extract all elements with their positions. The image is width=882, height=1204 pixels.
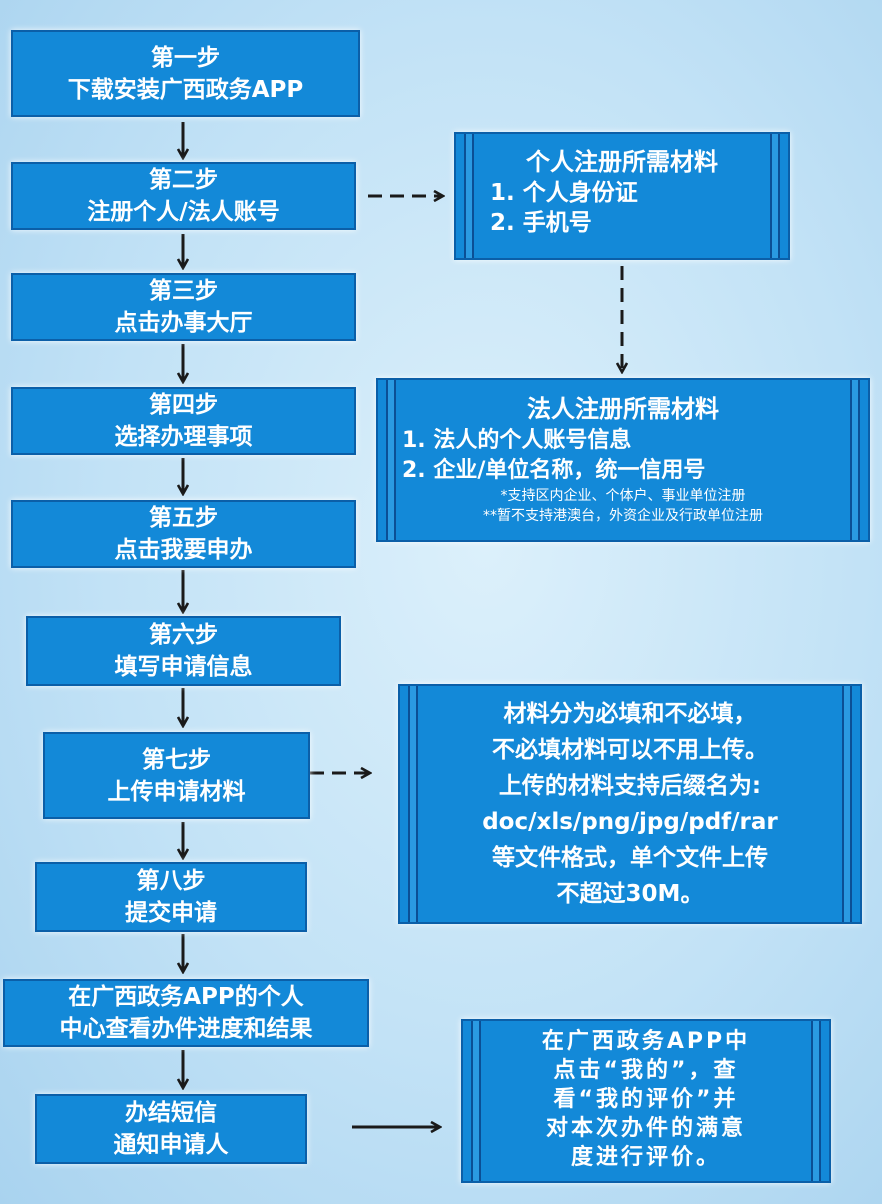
legal-materials-item: 2. 企业/单位名称，统一信用号 bbox=[402, 458, 706, 483]
personal-materials-item: 1. 个人身份证 bbox=[490, 180, 638, 206]
upload-materials-box: 材料分为必填和不必填， 不必填材料可以不用上传。 上传的材料支持后缀名为: do… bbox=[400, 686, 860, 922]
step-8-box: 第八步 提交申请 bbox=[37, 864, 305, 930]
step-2-label: 注册个人/法人账号 bbox=[87, 199, 280, 225]
upload-materials-line: 上传的材料支持后缀名为: bbox=[498, 773, 762, 799]
step-4-label: 选择办理事项 bbox=[114, 424, 253, 450]
step-2-title: 第二步 bbox=[149, 167, 218, 193]
step-5-box: 第五步 点击我要申办 bbox=[13, 502, 354, 566]
upload-materials-line: 材料分为必填和不必填， bbox=[503, 701, 757, 727]
step-6-title: 第六步 bbox=[149, 622, 218, 648]
step-3-label: 点击办事大厅 bbox=[114, 310, 253, 336]
step-4-title: 第四步 bbox=[149, 392, 218, 418]
step-9-title: 在广西政务APP的个人 bbox=[68, 984, 304, 1010]
step-10-box: 办结短信 通知申请人 bbox=[37, 1096, 305, 1162]
step-1-label: 下载安装广西政务APP bbox=[67, 76, 304, 103]
step-6-label: 填写申请信息 bbox=[114, 654, 253, 680]
legal-materials-note: *支持区内企业、个体户、事业单位注册 bbox=[500, 488, 746, 504]
step-1-box: 第一步 下载安装广西政务APP bbox=[13, 32, 358, 115]
step-6-box: 第六步 填写申请信息 bbox=[28, 618, 339, 684]
upload-materials-line: 等文件格式，单个文件上传 bbox=[492, 845, 768, 871]
legal-materials-title: 法人注册所需材料 bbox=[527, 395, 719, 423]
upload-materials-line: 不必填材料可以不用上传。 bbox=[492, 737, 768, 763]
legal-materials-box: 法人注册所需材料 1. 法人的个人账号信息 2. 企业/单位名称，统一信用号 *… bbox=[378, 380, 868, 540]
legal-materials-item: 1. 法人的个人账号信息 bbox=[402, 428, 632, 453]
step-9-label: 中心查看办件进度和结果 bbox=[59, 1016, 313, 1042]
step-8-label: 提交申请 bbox=[125, 900, 217, 926]
evaluation-line: 看“我的评价”并 bbox=[553, 1087, 739, 1112]
legal-materials-note: **暂不支持港澳台，外资企业及行政单位注册 bbox=[483, 508, 763, 524]
step-9-box: 在广西政务APP的个人 中心查看办件进度和结果 bbox=[5, 981, 367, 1045]
personal-materials-box: 个人注册所需材料 1. 个人身份证 2. 手机号 bbox=[456, 134, 788, 258]
step-7-label: 上传申请材料 bbox=[107, 778, 246, 805]
personal-materials-title: 个人注册所需材料 bbox=[526, 148, 718, 176]
evaluation-line: 点击“我的”，查 bbox=[553, 1058, 739, 1083]
step-7-title: 第七步 bbox=[142, 746, 211, 773]
step-5-title: 第五步 bbox=[149, 505, 218, 531]
evaluation-line: 在广西政务APP中 bbox=[541, 1029, 751, 1054]
step-4-box: 第四步 选择办理事项 bbox=[13, 389, 354, 453]
step-1-title: 第一步 bbox=[151, 44, 220, 71]
evaluation-box: 在广西政务APP中 点击“我的”，查 看“我的评价”并 对本次办件的满意 度进行… bbox=[463, 1021, 829, 1181]
upload-materials-line: doc/xls/png/jpg/pdf/rar bbox=[482, 809, 778, 835]
step-3-box: 第三步 点击办事大厅 bbox=[13, 275, 354, 339]
evaluation-line: 度进行评价。 bbox=[570, 1145, 721, 1170]
step-2-box: 第二步 注册个人/法人账号 bbox=[13, 164, 354, 228]
step-10-label: 通知申请人 bbox=[113, 1132, 229, 1158]
step-7-box: 第七步 上传申请材料 bbox=[45, 734, 308, 817]
step-10-title: 办结短信 bbox=[125, 1100, 217, 1126]
personal-materials-item: 2. 手机号 bbox=[490, 210, 592, 236]
upload-materials-line: 不超过30M。 bbox=[556, 881, 704, 907]
step-5-label: 点击我要申办 bbox=[114, 537, 253, 563]
evaluation-line: 对本次办件的满意 bbox=[545, 1116, 746, 1141]
step-3-title: 第三步 bbox=[149, 278, 218, 304]
step-8-title: 第八步 bbox=[136, 868, 206, 894]
